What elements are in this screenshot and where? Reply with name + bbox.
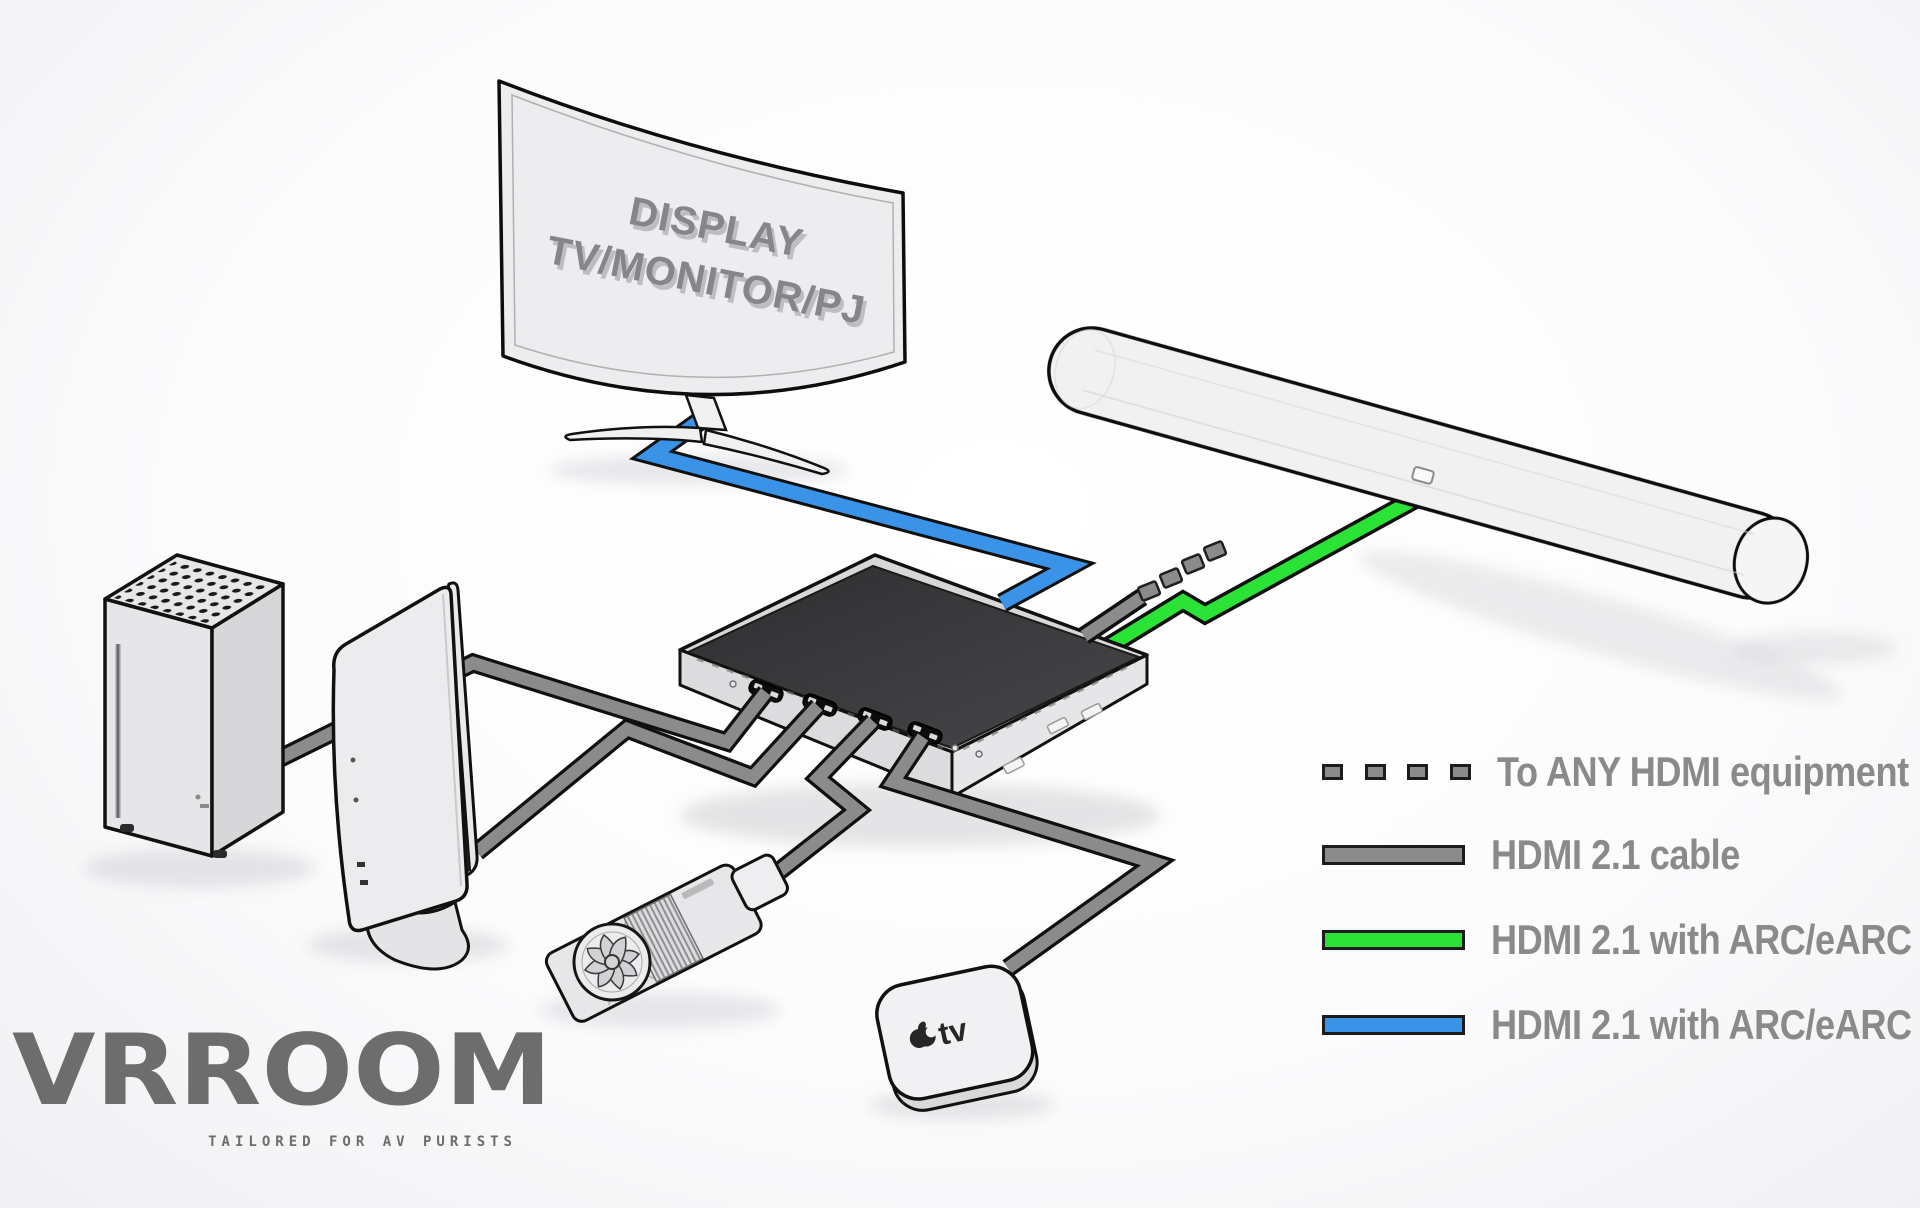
legend-label: HDMI 2.1 with ARC/eARC xyxy=(1491,1001,1912,1048)
vrroom-logo: VRROOM xyxy=(12,1014,553,1128)
soundbar-endcap xyxy=(1732,516,1809,605)
tv-stand-neck xyxy=(684,393,728,432)
tv-display: DISPLAY DISPLAY TV/MONITOR/PJ TV/MONITOR… xyxy=(497,79,907,476)
cable-green-arc xyxy=(1069,483,1433,676)
gray-cable-swatch xyxy=(1322,845,1465,865)
legend-item-arc-blue: HDMI 2.1 with ARC/eARC xyxy=(1322,1001,1920,1048)
dash-square xyxy=(1407,764,1429,780)
switch-screw-holes xyxy=(729,680,983,758)
dashed-cable-swatch xyxy=(1322,764,1471,780)
legend-label: HDMI 2.1 cable xyxy=(1491,831,1740,878)
gpu-model-marking xyxy=(681,878,714,899)
cable-gpu xyxy=(757,714,880,892)
dash-square xyxy=(1364,764,1386,780)
tv-screen-bezel xyxy=(511,93,895,379)
ps5-front-fin xyxy=(331,585,469,933)
dash-square xyxy=(1449,764,1471,780)
apple-tv: tv xyxy=(875,964,1039,1112)
dash-square xyxy=(1322,764,1343,780)
gpu-fan xyxy=(572,922,652,1002)
playstation-5 xyxy=(331,581,479,971)
cable-ps5 xyxy=(470,699,826,860)
tv-screen xyxy=(497,79,907,397)
gpu-card xyxy=(544,853,789,1023)
xbox-vent-grid xyxy=(114,559,274,624)
soundbar xyxy=(1047,326,1809,605)
gpu-connector xyxy=(730,853,789,912)
legend-label: HDMI 2.1 with ARC/eARC xyxy=(1491,916,1912,963)
tv-stand-left-leg xyxy=(564,425,704,444)
brand-block: VRROOM TAILORED FOR AV PURISTS xyxy=(12,1022,552,1150)
xbox-front-face xyxy=(103,597,214,858)
xbox-right-face xyxy=(210,582,285,858)
soundbar-hdmi-port xyxy=(1411,466,1435,485)
hdmi-port-2 xyxy=(802,693,838,717)
legend-item-any-hdmi: To ANY HDMI equipment xyxy=(1322,748,1920,795)
legend-label: To ANY HDMI equipment xyxy=(1497,748,1909,795)
brand-tagline: TAILORED FOR AV PURISTS xyxy=(208,1134,517,1150)
green-cable-swatch xyxy=(1322,930,1465,950)
legend-item-arc-green: HDMI 2.1 with ARC/eARC xyxy=(1322,916,1920,963)
switch-side-connectors xyxy=(1002,702,1103,775)
blue-cable-swatch xyxy=(1322,1015,1465,1035)
tv-stand-right-leg xyxy=(702,428,830,476)
legend-item-hdmi-cable: HDMI 2.1 cable xyxy=(1322,831,1780,878)
cable-apple-tv xyxy=(878,731,1177,976)
apple-tv-body xyxy=(875,964,1035,1101)
xbox-series-x xyxy=(103,553,285,858)
apple-icon xyxy=(909,1021,937,1048)
hdmi-switch xyxy=(678,553,1149,799)
dashed-hdmi-connection xyxy=(1078,540,1228,644)
